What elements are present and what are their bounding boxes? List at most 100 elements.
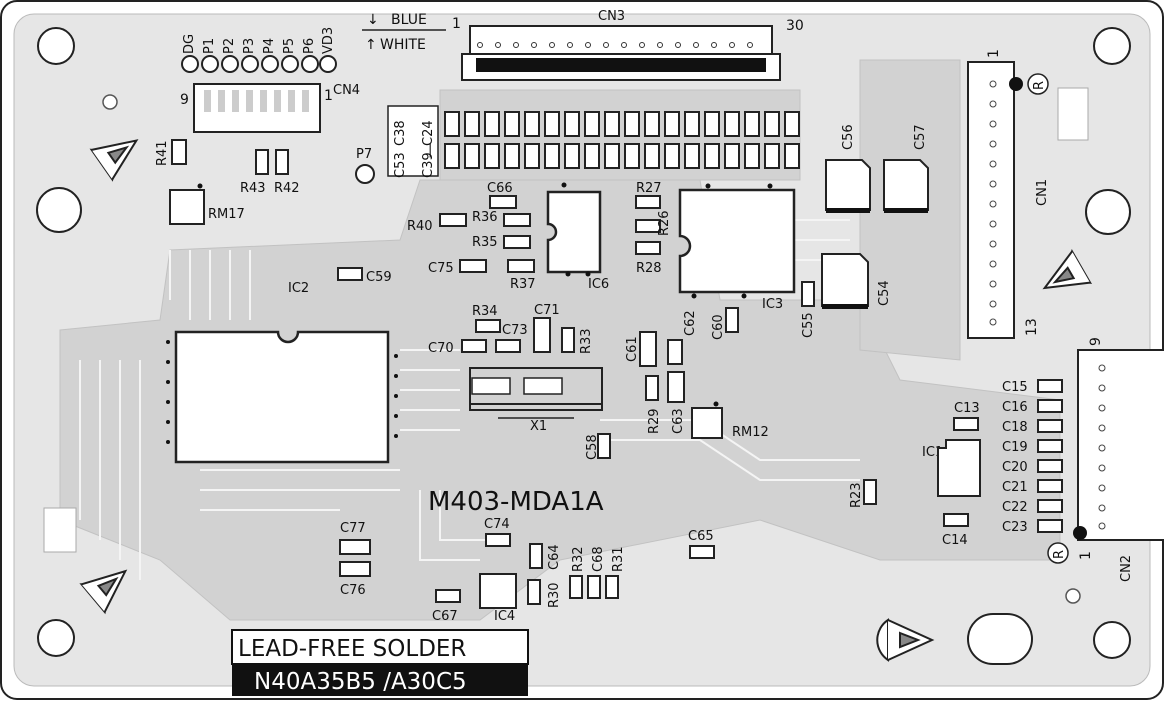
cn2-pin-last: 9 (1088, 337, 1104, 346)
arrow-mark-left-top (89, 139, 139, 182)
ic4-label: IC4 (494, 609, 515, 624)
cn4-pin-label: P3 (242, 38, 257, 54)
cn3-connector: ↓ BLUE ↑ WHITE 1 CN3 30 (362, 9, 804, 81)
c70-label: C70 (428, 341, 454, 356)
c73-label: C73 (502, 323, 528, 338)
cn4-pin-label: P4 (262, 38, 277, 54)
cn3-pin-first: 1 (452, 16, 461, 32)
ic6-area: C66 R40 R36 R35 C75 R37 IC6 (407, 181, 609, 292)
r27-label: R27 (636, 181, 662, 196)
part-code-text: N40A35B5 /A30C5 (254, 669, 467, 695)
c56-label: C56 (841, 124, 856, 150)
left-cluster: R41 R43 R42 P7 RM17 C59 IC2 (155, 139, 392, 296)
arrow-down-icon: ↓ (367, 12, 379, 28)
c61-label: C61 (625, 336, 640, 362)
middle-section: R34 C71 R33 C73 C70 X1 C61 C62 R29 C63 R… (428, 303, 769, 460)
c18-label: C18 (1002, 420, 1028, 435)
c74-label: C74 (484, 517, 510, 532)
c62-label: C62 (683, 310, 698, 336)
c21-label: C21 (1002, 480, 1028, 495)
cn4-pin-label: P6 (302, 38, 317, 54)
r29-label: R29 (647, 408, 662, 434)
c64-label: C64 (547, 544, 562, 570)
c23-label: C23 (1002, 520, 1028, 535)
model-number: M403-MDA1A (428, 487, 604, 517)
c71-label: C71 (534, 303, 560, 318)
cn4-pin-label: DG (182, 34, 197, 54)
ic3-label: IC3 (762, 297, 783, 312)
mounting-holes (36, 27, 1131, 665)
c53-label: C53 (393, 152, 408, 178)
cn1-label: CN1 (1035, 179, 1050, 206)
c66-label: C66 (487, 181, 513, 196)
bottom-section: C77 C76 C74 C64 R32 C68 R31 R30 IC4 C67 … (339, 517, 715, 624)
c24-c39-separator: | (428, 143, 432, 158)
cn2-connector: 9 R 1 CN2 (1047, 337, 1164, 582)
ic3-area: R27 R26 R28 IC3 (635, 181, 796, 312)
c19-label: C19 (1002, 440, 1028, 455)
arrow-mark-bottom (876, 618, 935, 662)
cn3-pin-last: 30 (786, 18, 804, 34)
c59-label: C59 (366, 270, 392, 285)
r34-label: R34 (472, 304, 498, 319)
cn2-ref-mark: R (1052, 550, 1067, 559)
ic2-label: IC2 (288, 281, 309, 296)
c55-label: C55 (801, 312, 816, 338)
r23-label: R23 (849, 482, 864, 508)
cn4-pin-label: P2 (222, 38, 237, 54)
c24-label: C24 (421, 120, 436, 146)
lead-free-text: LEAD-FREE SOLDER (238, 636, 466, 662)
ic1-area: C13 IC1 C14 R23 (849, 401, 981, 548)
c22-label: C22 (1002, 500, 1028, 515)
cn4-pin-left: 9 (180, 92, 189, 108)
wire-color-white: WHITE (380, 37, 426, 53)
cn4-label: CN4 (333, 83, 360, 98)
c67-label: C67 (432, 609, 458, 624)
r32-label: R32 (571, 546, 586, 572)
c16-label: C16 (1002, 400, 1028, 415)
r41-label: R41 (155, 140, 170, 166)
r40-label: R40 (407, 219, 433, 234)
cn4-pin-right: 1 (324, 88, 333, 104)
r42-label: R42 (274, 181, 300, 196)
cn4-pin-label: P5 (282, 38, 297, 54)
electrolytic-caps: C56 C57 C54 C55 C60 (711, 124, 929, 340)
c15-c23-caps: C15 C16 C18 C19 C20 C21 C22 C23 (1002, 379, 1063, 535)
cn1-ref-mark: R (1032, 81, 1047, 90)
capacitor-bank: C38 C24 C53 C39 | (387, 105, 800, 178)
test-pads (43, 87, 1089, 553)
c20-label: C20 (1002, 460, 1028, 475)
cn4-connector: DG P1 P2 P3 P4 P5 P6 VD3 9 1 CN4 (180, 27, 360, 133)
c39-label: C39 (421, 152, 436, 178)
r31-label: R31 (611, 546, 626, 572)
c13-label: C13 (954, 401, 980, 416)
r33-label: R33 (579, 328, 594, 354)
cn4-pin-label: P1 (202, 38, 217, 54)
rm12-label: RM12 (732, 425, 769, 440)
cn1-connector: 1 R CN1 13 (967, 49, 1050, 339)
cn4-pin-label: VD3 (321, 27, 336, 54)
c60-label: C60 (711, 314, 726, 340)
arrow-up-icon: ↑ (365, 37, 377, 53)
cn1-pin-last: 13 (1024, 318, 1040, 336)
x1-label: X1 (530, 419, 547, 434)
r28-label: R28 (636, 261, 662, 276)
ic6-label: IC6 (588, 277, 609, 292)
c65-label: C65 (688, 529, 714, 544)
c63-label: C63 (671, 408, 686, 434)
c38-label: C38 (393, 120, 408, 146)
r35-label: R35 (472, 235, 498, 250)
small-holes (102, 94, 1081, 604)
c68-label: C68 (591, 546, 606, 572)
cn3-label: CN3 (598, 9, 625, 24)
r30-label: R30 (547, 582, 562, 608)
c76-label: C76 (340, 583, 366, 598)
c77-label: C77 (340, 521, 366, 536)
lead-free-label: LEAD-FREE SOLDER N40A35B5 /A30C5 (231, 629, 529, 696)
cn1-pin-first: 1 (986, 49, 1002, 58)
arrow-mark-right (1042, 248, 1093, 290)
cn2-label: CN2 (1119, 555, 1134, 582)
c14-label: C14 (942, 533, 968, 548)
